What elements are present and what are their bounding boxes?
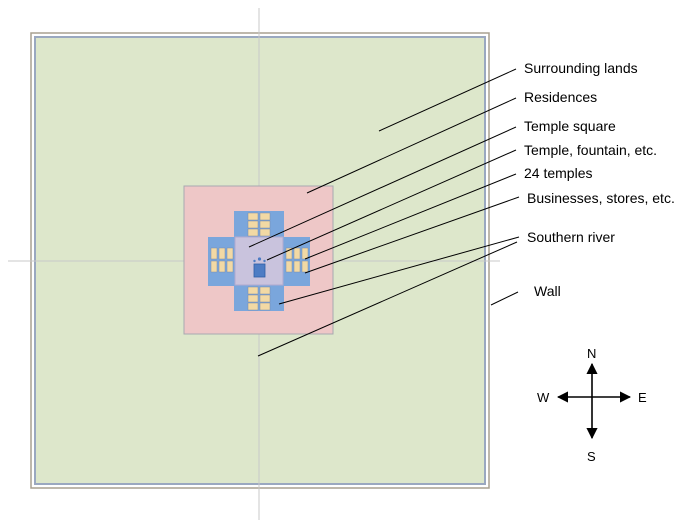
temple-block (285, 247, 293, 260)
leader-residences-south (257, 241, 518, 357)
label-temple-square: Temple square (524, 118, 616, 134)
temple-block (218, 247, 226, 260)
compass-north-label: N (587, 346, 597, 361)
label-businesses: Businesses, stores, etc. (527, 190, 675, 206)
temple-block (210, 260, 218, 273)
temple-block (301, 260, 309, 273)
leader-residences (306, 97, 517, 194)
temple-block (259, 228, 271, 237)
label-southern-river: Southern river (527, 229, 615, 245)
label-wall: Wall (534, 283, 561, 299)
fountain-icon (257, 257, 262, 261)
temple-block (226, 247, 234, 260)
temple-block (247, 302, 259, 311)
temple-block (247, 286, 259, 295)
temple-block (293, 247, 301, 260)
fountain-icon-right (263, 259, 266, 263)
temple-block (218, 260, 226, 273)
compass-east-label: E (638, 390, 647, 405)
compass-west-label: W (537, 390, 550, 405)
leader-southern-river (278, 236, 520, 305)
label-24-temples: 24 temples (524, 165, 593, 181)
leader-24-temples (304, 173, 517, 260)
label-temple-fountain: Temple, fountain, etc. (524, 142, 658, 158)
leader-businesses (304, 196, 520, 274)
label-surrounding-lands: Surrounding lands (524, 60, 638, 76)
temple-arm-south (234, 285, 284, 311)
temple-block (285, 260, 293, 273)
temple-block (247, 228, 259, 237)
temple-square-area (234, 236, 284, 286)
fountain-icon-left (253, 259, 256, 263)
temple-blocks-group (210, 212, 309, 311)
temple-block (210, 247, 218, 260)
central-temple-icon (253, 263, 266, 278)
temple-block (259, 302, 271, 311)
leader-surrounding-lands (378, 68, 517, 132)
temple-arm-north (234, 211, 284, 238)
temple-block (301, 247, 309, 260)
temple-block (293, 260, 301, 273)
leader-temple-square (248, 126, 517, 248)
temple-block (247, 212, 259, 221)
temple-block (259, 294, 271, 303)
temple-block (259, 220, 271, 229)
compass-south-label: S (587, 449, 596, 464)
temple-block (247, 294, 259, 303)
temple-block (247, 220, 259, 229)
temple-block (259, 212, 271, 221)
temple-block (259, 286, 271, 295)
label-residences: Residences (524, 89, 598, 105)
leader-temple-fountain (266, 149, 517, 261)
temple-block (226, 260, 234, 273)
leader-wall (490, 291, 519, 306)
